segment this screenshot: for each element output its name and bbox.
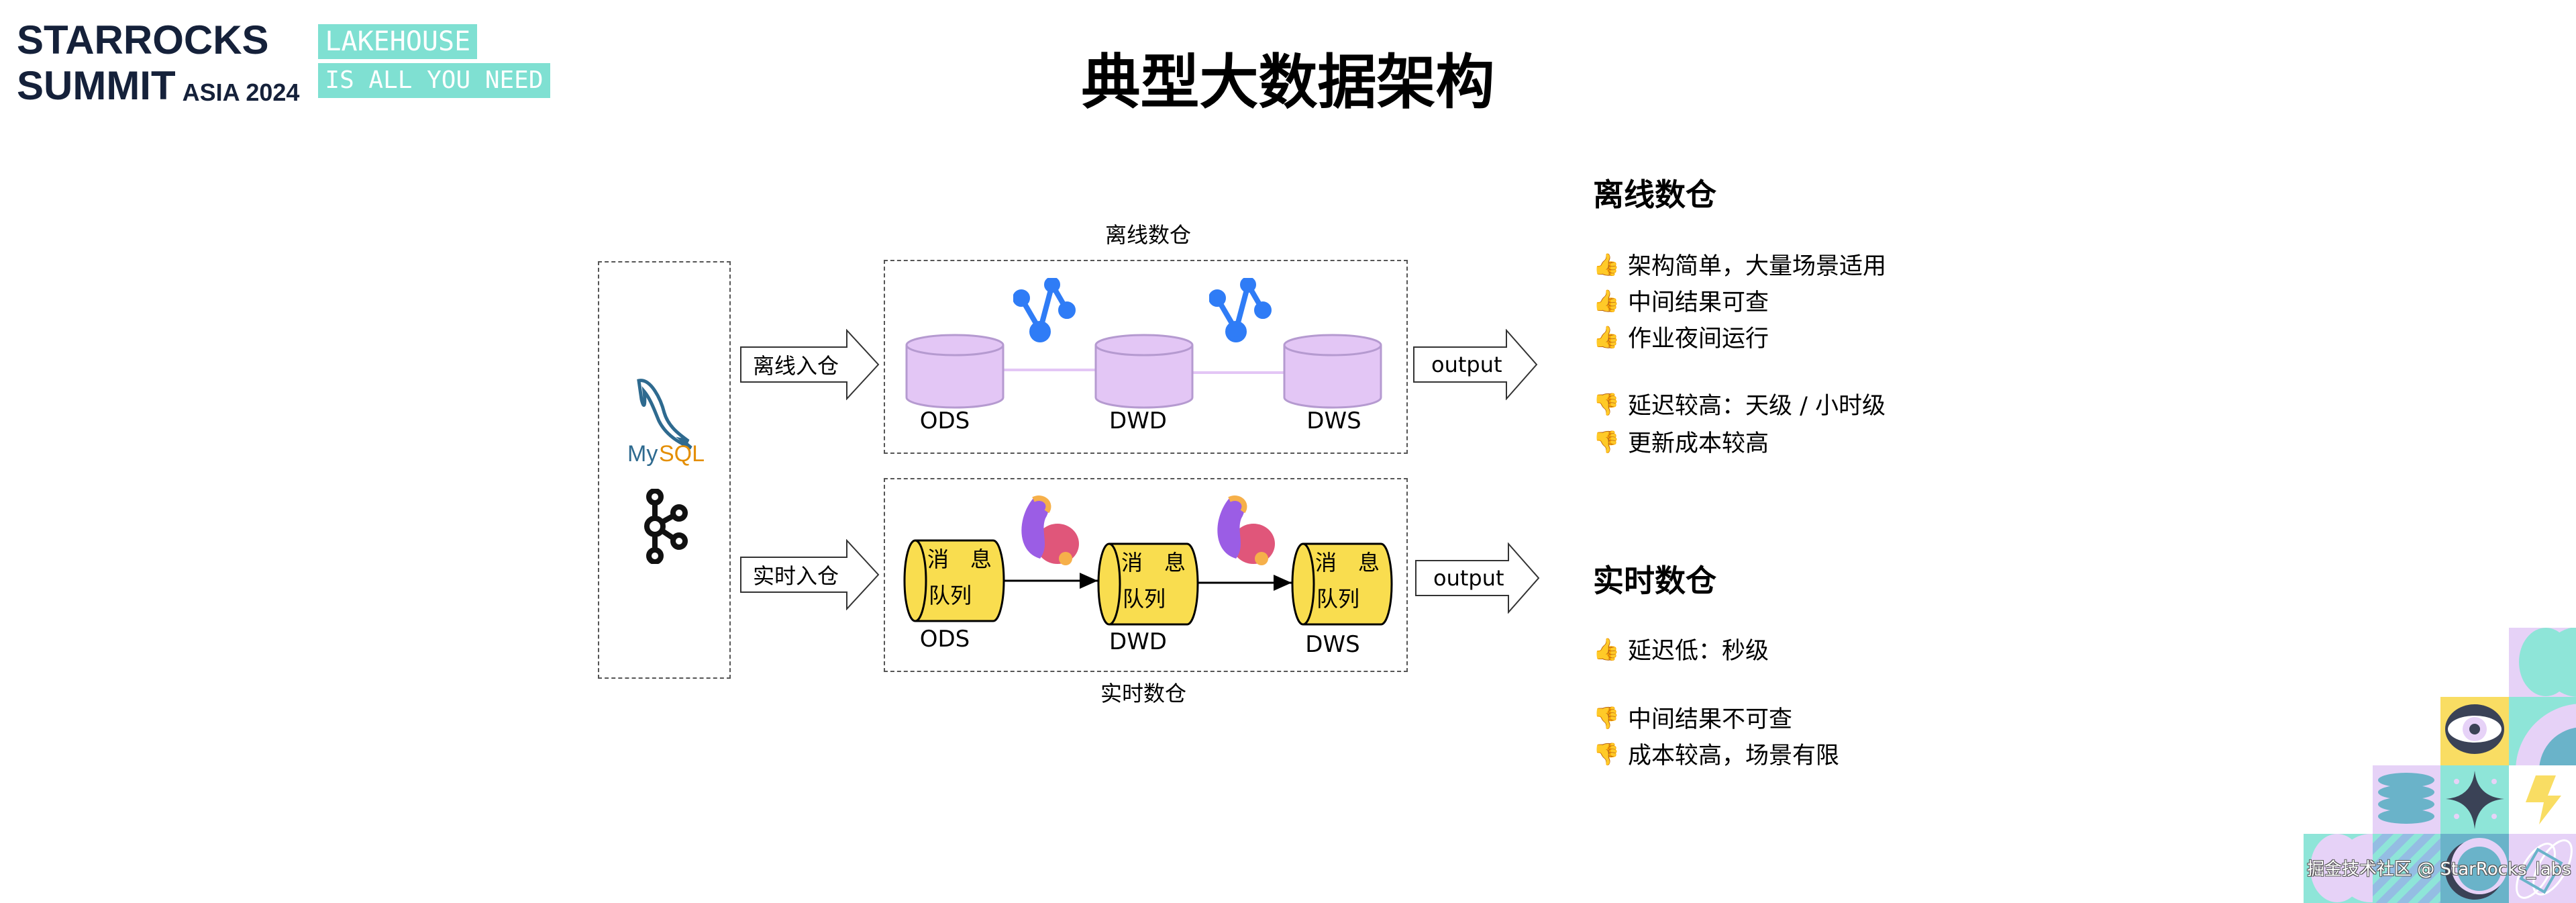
decor-stripes-tile [2373, 834, 2442, 903]
kafka-icon [644, 489, 688, 564]
realtime-output-arrow: output [1414, 542, 1541, 614]
cylinder-dwd [1094, 334, 1194, 409]
realtime-pro-item: 👍延迟低：秒级 [1593, 636, 1769, 665]
realtime-con-item: 👎中间结果不可查 [1593, 704, 1793, 734]
thumbs-up-icon: 👍 [1593, 636, 1620, 662]
offline-cylinders [905, 334, 1382, 409]
realtime-dwd-label: DWD [1109, 628, 1167, 655]
decor-arc-tile [2509, 697, 2576, 766]
decor-rings-tile [2509, 834, 2576, 903]
thumbs-up-icon: 👍 [1593, 324, 1620, 350]
offline-ods-label: ODS [919, 408, 970, 434]
realtime-warehouse-box [884, 478, 1408, 672]
realtime-dws-label: DWS [1305, 631, 1360, 658]
svg-text:My: My [627, 441, 658, 467]
thumbs-down-icon: 👎 [1593, 704, 1620, 730]
thumbs-up-icon: 👍 [1593, 287, 1620, 314]
realtime-warehouse-label: 实时数仓 [1100, 681, 1187, 706]
decor-stack-tile [2373, 765, 2442, 835]
realtime-queues [903, 539, 1393, 626]
logo-summit: SUMMIT [17, 63, 176, 108]
realtime-output-label: output [1433, 565, 1504, 591]
queue-ods [903, 539, 1005, 622]
decor-lightning-tile [2509, 765, 2576, 835]
svg-text:SQL: SQL [659, 441, 705, 467]
realtime-con-item: 👎成本较高，场景有限 [1593, 741, 1840, 770]
offline-warehouse-label: 离线数仓 [1104, 222, 1192, 248]
thumbs-up-icon: 👍 [1593, 251, 1620, 277]
page-title: 典型大数据架构 [1081, 48, 1495, 117]
offline-output-label: output [1431, 352, 1502, 377]
thumbs-down-icon: 👎 [1593, 428, 1620, 455]
watermark: 掘金技术社区 @ StarRocks_labs [2307, 859, 2571, 880]
offline-con-item: 👎更新成本较高 [1593, 428, 1769, 458]
mysql-icon: My SQL [627, 379, 705, 467]
offline-pro-item: 👍架构简单，大量场景适用 [1593, 251, 1887, 281]
offline-con-item: 👎延迟较高：天级 / 小时级 [1593, 391, 1886, 420]
decor-semicircles-tile [2509, 628, 2576, 697]
decor-eye-tile [2440, 697, 2510, 766]
offline-pro-item: 👍中间结果可查 [1593, 287, 1769, 317]
queue-dws-text: 消 息队列 [1315, 550, 1380, 612]
logo-starrocks: STARROCKS [17, 17, 269, 62]
offline-pro-item: 👍作业夜间运行 [1593, 324, 1769, 353]
offline-dws-label: DWS [1306, 408, 1361, 434]
realtime-heading: 实时数仓 [1593, 563, 1716, 599]
logo: STARROCKS SUMMIT ASIA 2024 LAKEHOUSE IS … [17, 20, 550, 106]
decor-star-tile [2440, 765, 2510, 835]
offline-output-arrow: output [1412, 329, 1539, 400]
realtime-ingest-label: 实时入仓 [753, 563, 839, 589]
queue-dwd [1097, 542, 1199, 626]
realtime-ods-label: ODS [919, 626, 970, 653]
thumbs-down-icon: 👎 [1593, 391, 1620, 417]
offline-ingest-label: 离线入仓 [753, 353, 839, 379]
offline-dwd-label: DWD [1109, 408, 1167, 434]
offline-heading: 离线数仓 [1593, 177, 1716, 213]
decor-crescent-tile [2440, 834, 2510, 903]
queue-dws [1291, 542, 1393, 626]
cylinder-ods [905, 334, 1004, 409]
logo-tag-need: IS ALL YOU NEED [318, 63, 550, 98]
cylinder-dws [1283, 334, 1382, 409]
queue-dwd-text: 消 息队列 [1121, 550, 1186, 612]
logo-asia-2024: ASIA 2024 [182, 79, 300, 106]
graph-icon [1013, 278, 1076, 342]
sources-box [598, 261, 731, 679]
decor-semicircles-tile [2304, 834, 2373, 903]
offline-ingest-arrow: 离线入仓 [739, 329, 880, 400]
queue-ods-text: 消 息队列 [927, 546, 992, 608]
logo-tag-lakehouse: LAKEHOUSE [318, 24, 478, 59]
flink-squirrel-icon [1021, 495, 1079, 565]
offline-warehouse-box [884, 260, 1408, 454]
graph-icon [1209, 278, 1272, 342]
realtime-ingest-arrow: 实时入仓 [739, 539, 880, 610]
flink-squirrel-icon [1217, 495, 1275, 565]
thumbs-down-icon: 👎 [1593, 741, 1620, 767]
